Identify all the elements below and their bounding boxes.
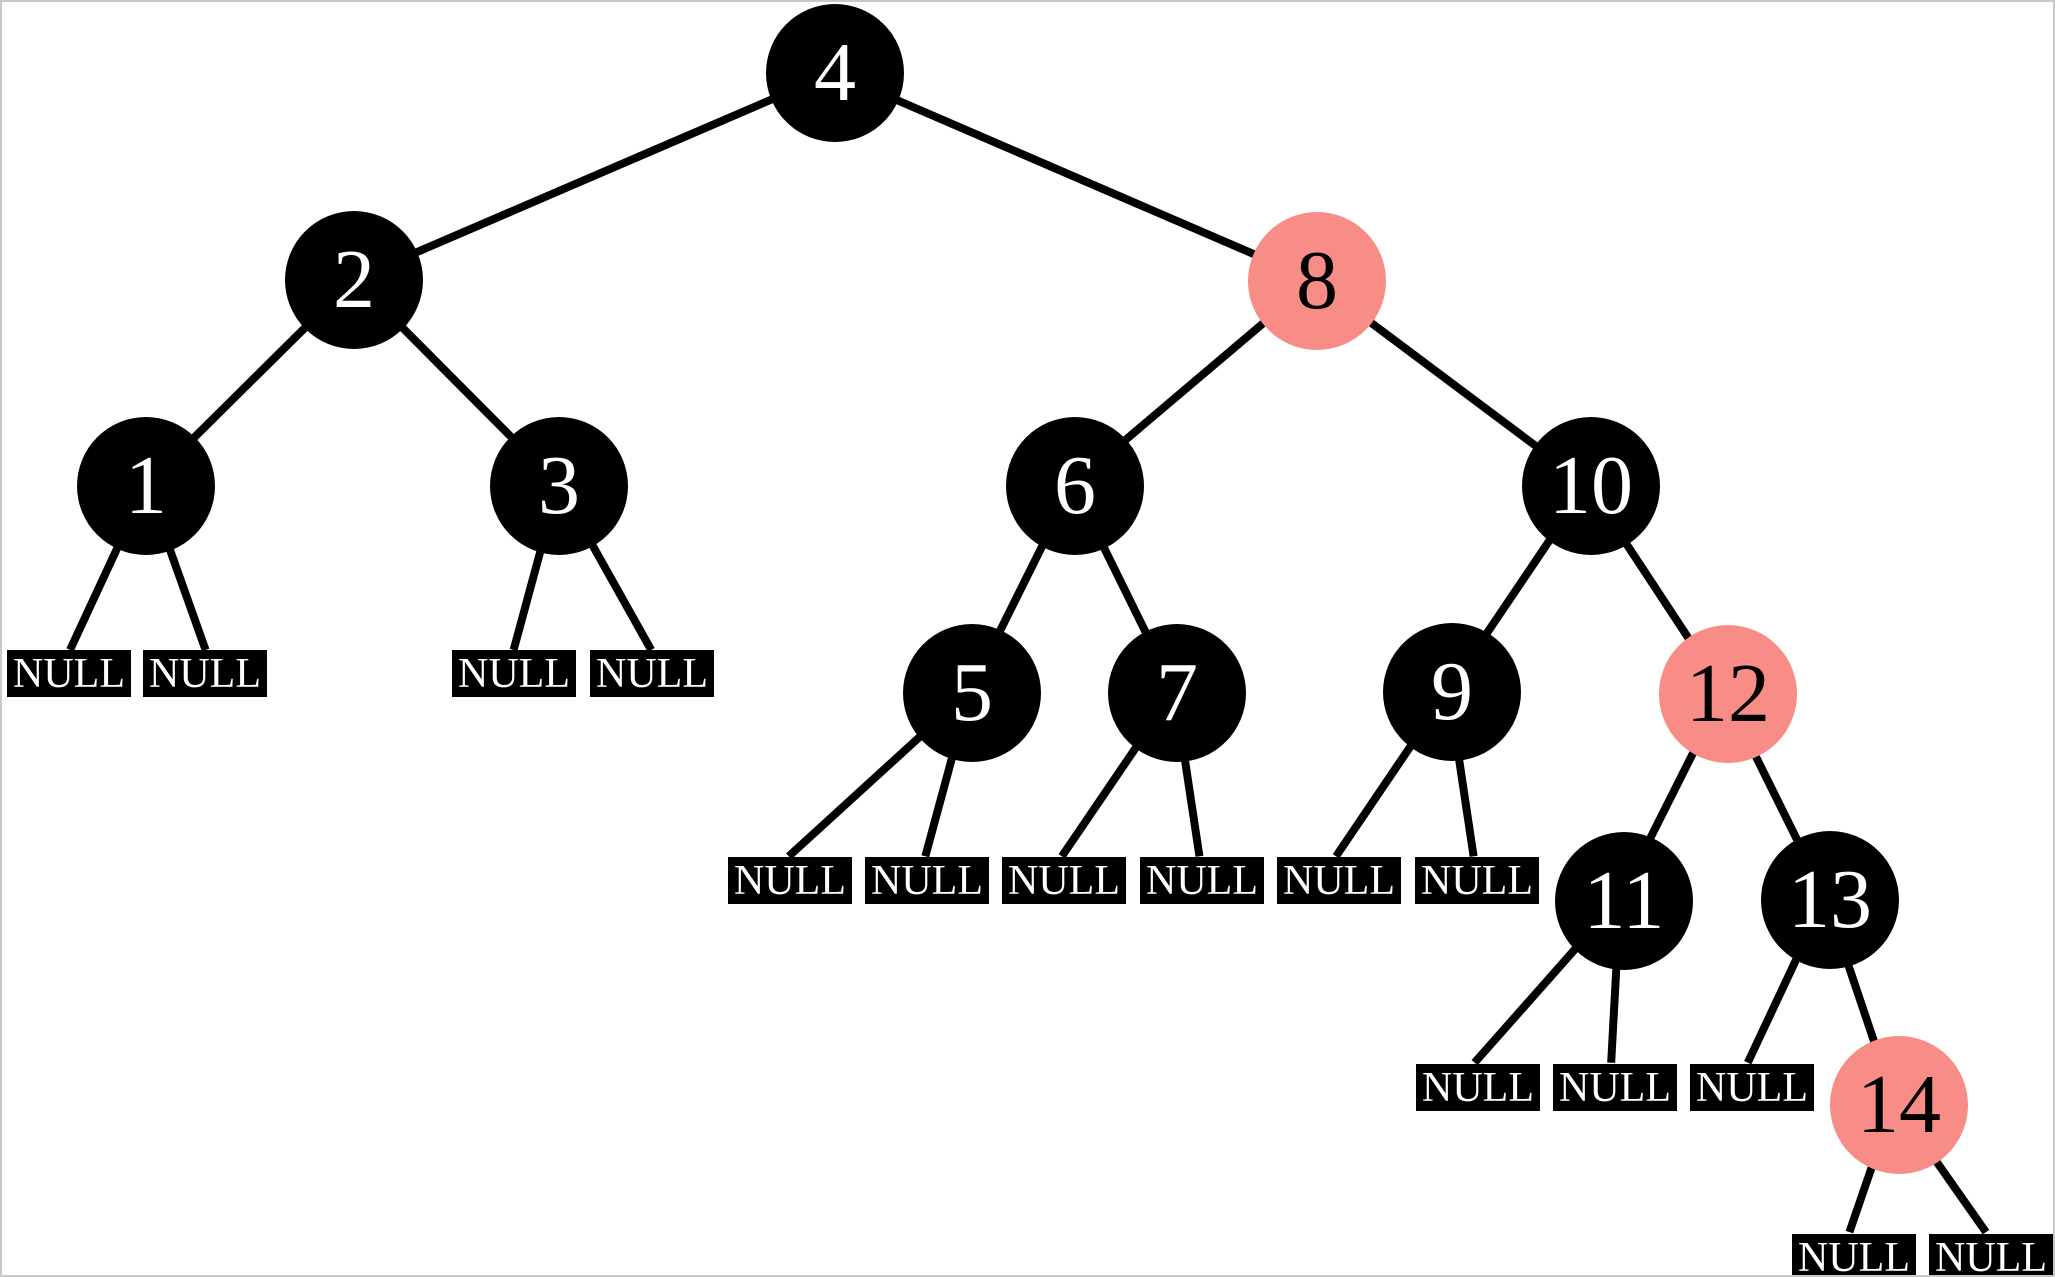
tree-node-4: 4 [766, 4, 904, 142]
tree-node-12: 12 [1659, 625, 1797, 763]
tree-node-13: 13 [1761, 831, 1899, 969]
tree-node-2: 2 [285, 211, 423, 349]
null-leaf-n4: NULL [590, 650, 714, 697]
null-leaf-n5: NULL [728, 857, 852, 904]
null-leaf-n7: NULL [1002, 857, 1126, 904]
tree-node-9: 9 [1383, 623, 1521, 761]
tree-node-11: 11 [1555, 832, 1693, 970]
null-leaf-n8: NULL [1140, 857, 1264, 904]
null-leaf-n15: NULL [1929, 1234, 2053, 1275]
tree-node-6: 6 [1006, 417, 1144, 555]
null-leaf-n12: NULL [1553, 1064, 1677, 1111]
null-leaf-n9: NULL [1277, 857, 1401, 904]
tree-node-7: 7 [1108, 624, 1246, 762]
null-leaf-n13: NULL [1690, 1064, 1814, 1111]
tree-node-1: 1 [77, 417, 215, 555]
null-leaf-n11: NULL [1416, 1064, 1540, 1111]
null-leaf-n2: NULL [143, 650, 267, 697]
tree-node-14: 14 [1830, 1036, 1968, 1174]
null-leaf-n3: NULL [452, 650, 576, 697]
null-leaf-n1: NULL [7, 650, 131, 697]
null-leaf-n10: NULL [1415, 857, 1539, 904]
null-leaf-n6: NULL [865, 857, 989, 904]
tree-node-3: 3 [490, 417, 628, 555]
tree-node-5: 5 [903, 624, 1041, 762]
tree-edge [832, 69, 1316, 284]
tree-node-8: 8 [1248, 212, 1386, 350]
tree-edge [352, 69, 836, 283]
null-leaf-n14: NULL [1792, 1234, 1916, 1275]
tree-node-10: 10 [1522, 417, 1660, 555]
